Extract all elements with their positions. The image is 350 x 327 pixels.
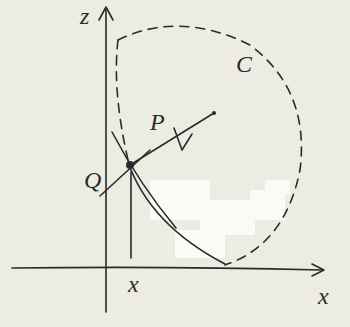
curve-label: C [236,52,252,76]
drop-line [130,172,132,258]
z-axis [105,8,107,312]
curve-solid [128,162,225,264]
normal-line [130,113,214,165]
tangent-line [112,132,176,228]
axis-label: x [318,284,329,308]
point-q [126,161,134,169]
curve-dashed [118,26,301,265]
x-axis [12,267,322,270]
coordinate-label: x [128,272,139,296]
point-label: P [150,110,165,134]
point-label: Q [84,168,101,192]
direction-mark [174,128,192,150]
axis-label: z [80,4,89,28]
